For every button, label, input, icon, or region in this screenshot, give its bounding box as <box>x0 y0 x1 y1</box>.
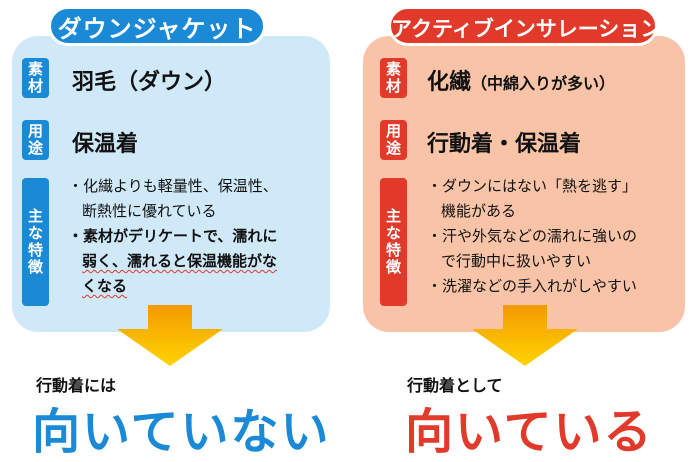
material-value: 化繊（中綿入りが多い） <box>427 70 616 95</box>
feature-item: ・化繊よりも軽量性、保温性、 断熱性に優れている <box>68 177 278 220</box>
features-label: 主な特徴 <box>22 178 49 306</box>
right-caption: 行動着として <box>407 376 503 395</box>
active-insulation-title: アクティブインサレーション <box>388 6 661 46</box>
use-value: 行動着・保温着 <box>427 132 582 157</box>
right-result: 向いている <box>405 404 654 460</box>
down-arrow-icon <box>472 305 578 366</box>
material-label: 素材 <box>22 58 49 98</box>
material-label: 素材 <box>380 58 407 98</box>
down-jacket-title: ダウンジャケット <box>48 6 266 46</box>
use-value: 保温着 <box>72 132 139 157</box>
left-result: 向いていない <box>32 404 331 460</box>
down-jacket-panel: 素材 羽毛（ダウン） 用途 保温着 主な特徴 ・化繊よりも軽量性、保温性、 断熱… <box>12 36 330 332</box>
material-value: 羽毛（ダウン） <box>72 70 227 95</box>
use-label: 用途 <box>380 120 407 160</box>
feature-item: ・素材がデリケートで、濡れに 弱く、濡れると保温機能がな くなる <box>68 227 278 295</box>
left-caption: 行動着には <box>36 376 117 395</box>
features-label: 主な特徴 <box>380 178 407 306</box>
features-list: ・化繊よりも軽量性、保温性、 断熱性に優れている ・素材がデリケートで、濡れに … <box>68 174 278 299</box>
use-label: 用途 <box>22 120 49 160</box>
feature-item: ・ダウンにはない「熱を逃す」 機能がある <box>427 177 638 220</box>
feature-item: ・洗濯などの手入れがしやすい <box>427 277 637 295</box>
feature-item: ・汗や外気などの濡れに強いの で行動中に扱いやすい <box>427 227 638 270</box>
active-insulation-panel: 素材 化繊（中綿入りが多い） 用途 行動着・保温着 主な特徴 ・ダウンにはない「… <box>363 36 685 332</box>
features-list: ・ダウンにはない「熱を逃す」 機能がある ・汗や外気などの濡れに強いの で行動中… <box>427 174 637 299</box>
down-arrow-icon <box>117 305 223 366</box>
